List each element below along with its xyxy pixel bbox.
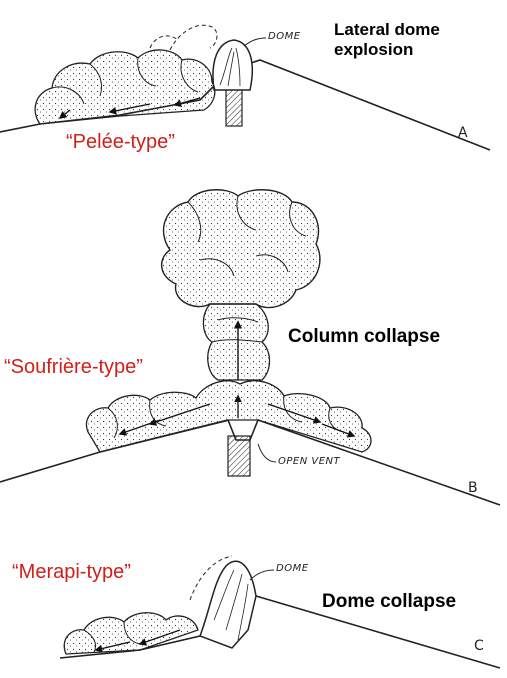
panel-a-dome-annotation: DOME [268, 31, 301, 42]
panel-a [0, 24, 491, 151]
panel-c-letter: C [474, 638, 484, 654]
panel-a-letter: A [458, 125, 468, 141]
panel-b-vent-annotation: OPEN VENT [278, 456, 341, 467]
panel-b-type-label: “Soufrière-type” [4, 356, 143, 378]
panel-a-conduit [225, 87, 243, 127]
panel-b-letter: B [468, 480, 478, 496]
panel-b [0, 189, 501, 506]
panel-a-dome [212, 39, 253, 91]
panel-a-title-line2: explosion [334, 39, 414, 59]
panel-b-column-stem [202, 303, 271, 381]
panel-c-title: Dome collapse [322, 591, 457, 612]
panel-b-flows [85, 380, 372, 453]
panel-b-conduit [227, 435, 251, 477]
panel-b-column-head [161, 189, 321, 309]
panel-c [59, 555, 501, 669]
panel-b-title: Column collapse [288, 326, 441, 347]
panel-a-title: Lateral dome explosion [334, 20, 440, 59]
panel-c-dome-annotation: DOME [276, 563, 309, 574]
panel-a-title-line1: Lateral dome [334, 20, 440, 39]
panel-c-flow [63, 612, 199, 655]
panel-a-type-label: “Pelée-type” [66, 131, 175, 153]
panel-c-dome [199, 560, 257, 649]
panel-c-type-label: “Merapi-type” [12, 561, 131, 583]
